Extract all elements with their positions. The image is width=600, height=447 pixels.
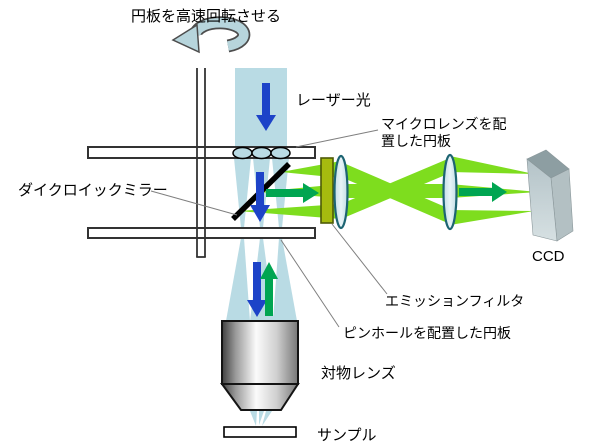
- pinhole-disk-label: ピンホールを配置した円板: [343, 325, 511, 341]
- excitation-cone: [273, 238, 297, 321]
- objective-lens-label: 対物レンズ: [321, 365, 396, 382]
- sample-label: サンプル: [317, 427, 377, 444]
- fluorescence-beam: [238, 204, 341, 219]
- callout-dichroic: [150, 190, 238, 216]
- right-arrowhead-icon: [303, 183, 319, 203]
- microlens-disk-label-line1: マイクロレンズを配: [381, 116, 506, 132]
- laser-direction-arrows: [247, 83, 276, 317]
- spindle-shaft: [196, 68, 206, 257]
- excitation-cone: [234, 158, 251, 228]
- microlens-array: [232, 146, 291, 160]
- dichroic-mirror-label: ダイクロイックミラー: [18, 182, 168, 199]
- sample-slide: [223, 426, 297, 438]
- ccd-sensor: [526, 149, 574, 242]
- objective-lens-nose: [220, 383, 300, 411]
- emission-direction-arrows: [260, 182, 507, 316]
- microlens: [232, 146, 253, 160]
- microlens-disk-label-line2: 置した円板: [381, 133, 451, 149]
- ccd-front-face: [526, 158, 558, 242]
- callout-pinhole-disk: [280, 239, 340, 328]
- rotate-note-label: 円板を高速回転させる: [131, 7, 281, 25]
- fluorescence-beam: [341, 184, 450, 198]
- focused-spot-cone: [262, 411, 272, 426]
- relay-lens: [333, 154, 349, 230]
- up-arrow-icon: [265, 278, 273, 316]
- down-arrowhead-icon: [256, 115, 276, 131]
- laser-label: レーザー光: [296, 92, 371, 109]
- right-arrow-icon: [266, 189, 303, 197]
- spindle-shaft-outline: [196, 68, 206, 258]
- objective-lens-body: [221, 320, 299, 385]
- focused-spot-cone: [250, 411, 257, 426]
- excitation-cone: [226, 238, 250, 321]
- microlens: [251, 146, 272, 160]
- fluorescence-beam: [450, 210, 534, 225]
- microlens-disk: [87, 146, 316, 159]
- emission-filter: [320, 157, 334, 224]
- down-arrowhead-icon: [247, 300, 267, 317]
- down-arrow-icon: [262, 83, 270, 116]
- callout-lines: [150, 129, 388, 328]
- rotation-arrow-icon: [171, 16, 251, 54]
- callout-microlens-disk: [295, 129, 379, 148]
- emission-filter-label: エミッションフィルタ: [385, 293, 524, 309]
- right-arrow-icon: [459, 188, 492, 196]
- down-arrowhead-icon: [250, 205, 270, 222]
- callout-emission-filter: [331, 223, 388, 295]
- relay-lens: [442, 153, 458, 231]
- microlens: [270, 146, 291, 160]
- right-arrowhead-icon: [492, 182, 507, 202]
- ccd-label: CCD: [532, 248, 565, 265]
- down-arrow-icon: [253, 262, 261, 301]
- fluorescence-beam: [450, 156, 534, 174]
- laser-beam: [235, 68, 287, 147]
- up-arrowhead-icon: [260, 262, 278, 279]
- focused-spot-cone: [259, 411, 264, 425]
- pinhole-disk: [87, 227, 316, 239]
- down-arrow-icon: [256, 172, 264, 206]
